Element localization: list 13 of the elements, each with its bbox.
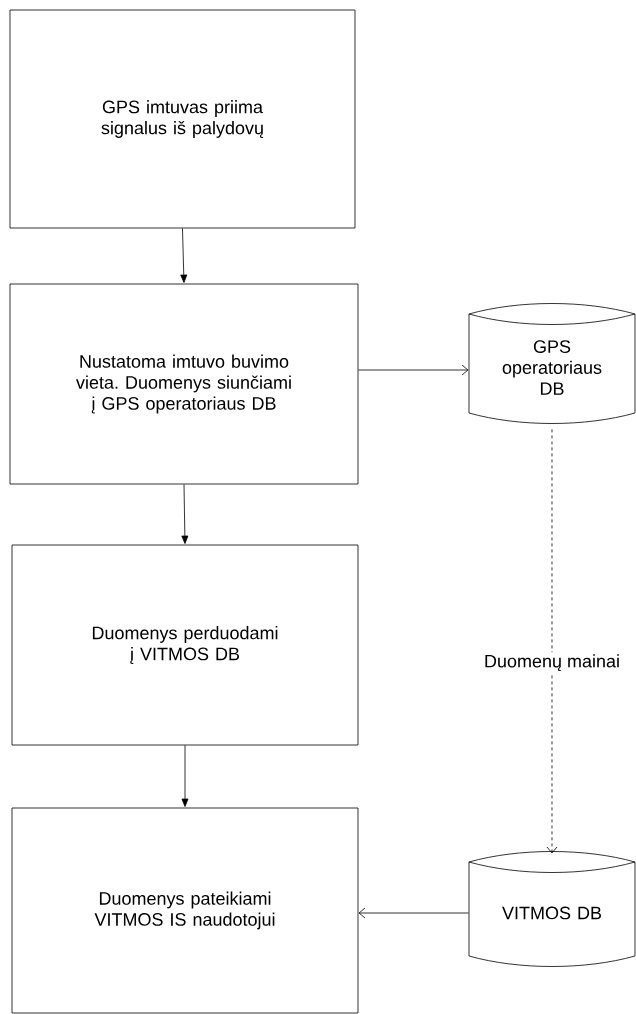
process-box: Duomenys perduodami į VITMOS DB <box>11 544 359 746</box>
arrow <box>546 429 558 854</box>
process-box: GPS imtuvas priima signalus iš palydovų <box>9 9 356 229</box>
edge-label: Duomenų mainai <box>481 652 623 674</box>
process-box: Duomenys pateikiami VITMOS IS naudotojui <box>11 807 359 1014</box>
arrow <box>358 364 469 376</box>
arrow <box>181 484 189 544</box>
arrow <box>181 745 189 807</box>
database-cylinder: GPS operatoriaus DB <box>468 303 636 424</box>
arrow <box>180 228 188 283</box>
arrow <box>358 907 469 919</box>
process-box: Nustatoma imtuvo buvimo vieta. Duomenys siunčiami į GPS operatoriaus DB <box>9 283 359 485</box>
database-cylinder: VITMOS DB <box>468 851 636 967</box>
